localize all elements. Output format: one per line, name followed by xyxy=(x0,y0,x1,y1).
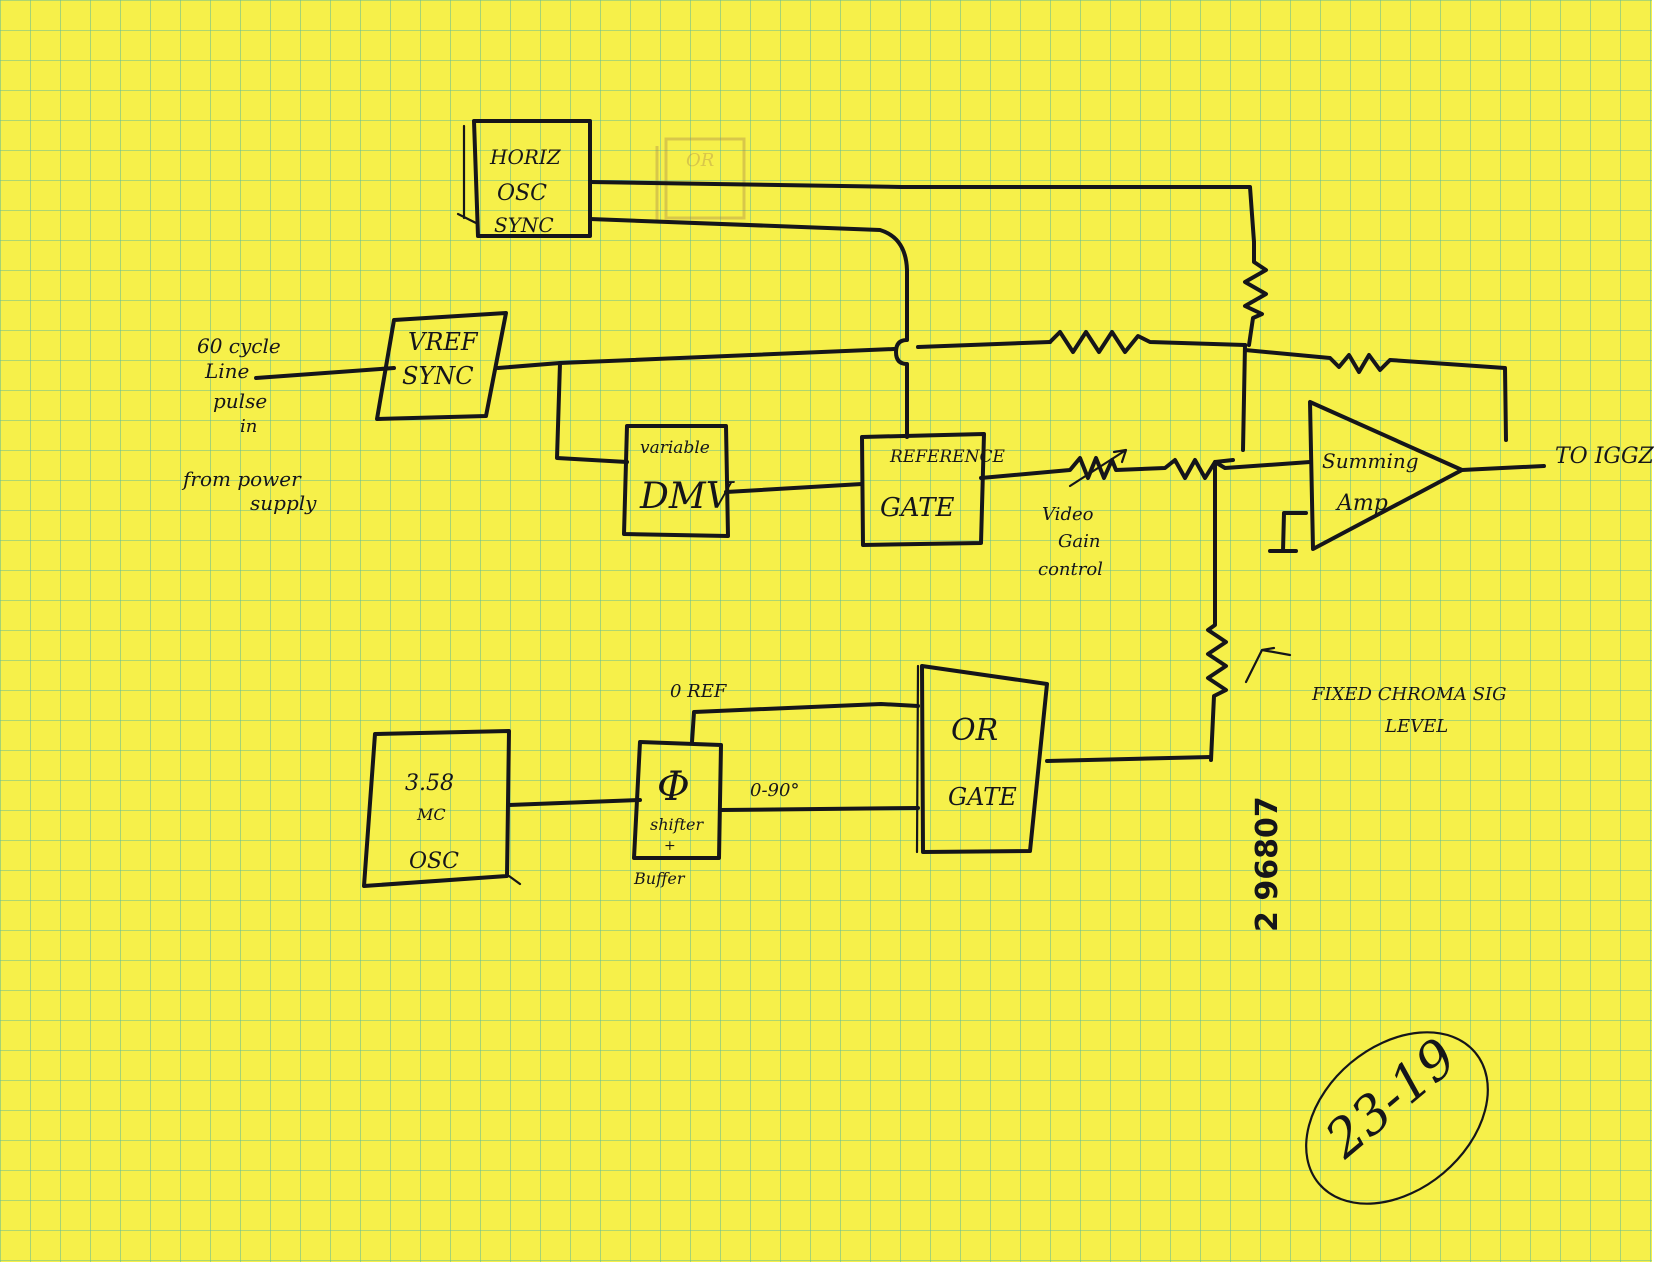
phase-symbol: Φ xyxy=(657,764,690,810)
line-input-4: in xyxy=(240,416,257,437)
or-gate-label-2: GATE xyxy=(948,783,1017,811)
dmv-label-1: variable xyxy=(640,438,710,458)
fixed-chroma-label: FIXED CHROMA SIG LEVEL xyxy=(1311,684,1506,737)
faded-box-label: OR xyxy=(686,150,714,171)
osc-358-label-1: 3.58 xyxy=(405,771,454,796)
output-label: TO IGGZ xyxy=(1555,444,1655,469)
video-gain-label: Video Gain control xyxy=(1038,504,1103,580)
zero-ref-label: 0 REF xyxy=(670,681,728,702)
stamp-number: 2 96807 xyxy=(1250,796,1285,932)
horiz-osc-label-3: SYNC xyxy=(494,213,554,237)
phase-range-label: 0-90° xyxy=(750,780,799,801)
paper-bottom-edge xyxy=(0,1262,1665,1284)
horiz-osc-label-1: HORIZ xyxy=(489,145,562,169)
video-gain-2: Gain xyxy=(1058,531,1100,552)
fixed-chroma-2: LEVEL xyxy=(1384,716,1448,737)
line-input-6: supply xyxy=(250,491,317,515)
osc-358-block: 3.58 MC OSC xyxy=(362,729,522,888)
ref-gate-label-2: GATE xyxy=(880,493,954,523)
reference-gate-block: REFERENCE GATE xyxy=(860,432,1006,547)
wires xyxy=(254,180,1546,812)
vref-sync-block: VREF SYNC xyxy=(375,311,508,421)
line-input-5: from power xyxy=(181,467,302,491)
line-input-1: 60 cycle xyxy=(197,334,281,358)
or-gate-block: OR GATE xyxy=(915,664,1049,854)
phase-shifter-block: Φ shifter + Buffer xyxy=(632,740,723,888)
fixed-chroma-1: FIXED CHROMA SIG xyxy=(1311,684,1506,705)
osc-358-label-3: OSC xyxy=(409,849,459,874)
horiz-osc-label-2: OSC xyxy=(497,181,547,206)
osc-358-label-2: MC xyxy=(416,805,446,824)
horiz-osc-sync-block: HORIZ OSC SYNC xyxy=(456,119,592,238)
line-input-label: 60 cycle Line pulse in from power supply xyxy=(181,334,317,515)
phase-label-shifter: shifter xyxy=(650,815,704,834)
phase-label-plus: + xyxy=(664,838,676,854)
summing-amp-label-1: Summing xyxy=(1322,449,1419,473)
phase-label-buffer: Buffer xyxy=(633,869,686,888)
line-input-3: pulse xyxy=(213,389,267,413)
summing-amp-label-2: Amp xyxy=(1335,491,1388,516)
paper-right-edge xyxy=(1652,0,1665,1284)
or-gate-label-1: OR xyxy=(951,713,998,748)
line-input-2: Line xyxy=(204,359,249,383)
variable-dmv-block: variable DMV xyxy=(622,424,736,538)
video-gain-1: Video xyxy=(1042,504,1094,525)
vref-label-2: SYNC xyxy=(402,362,474,390)
summing-amp-block: Summing Amp xyxy=(1308,400,1464,551)
video-gain-3: control xyxy=(1038,559,1103,580)
ref-gate-label-1: REFERENCE xyxy=(889,447,1006,467)
vref-label-1: VREF xyxy=(408,328,479,356)
dmv-label-2: DMV xyxy=(639,476,736,517)
